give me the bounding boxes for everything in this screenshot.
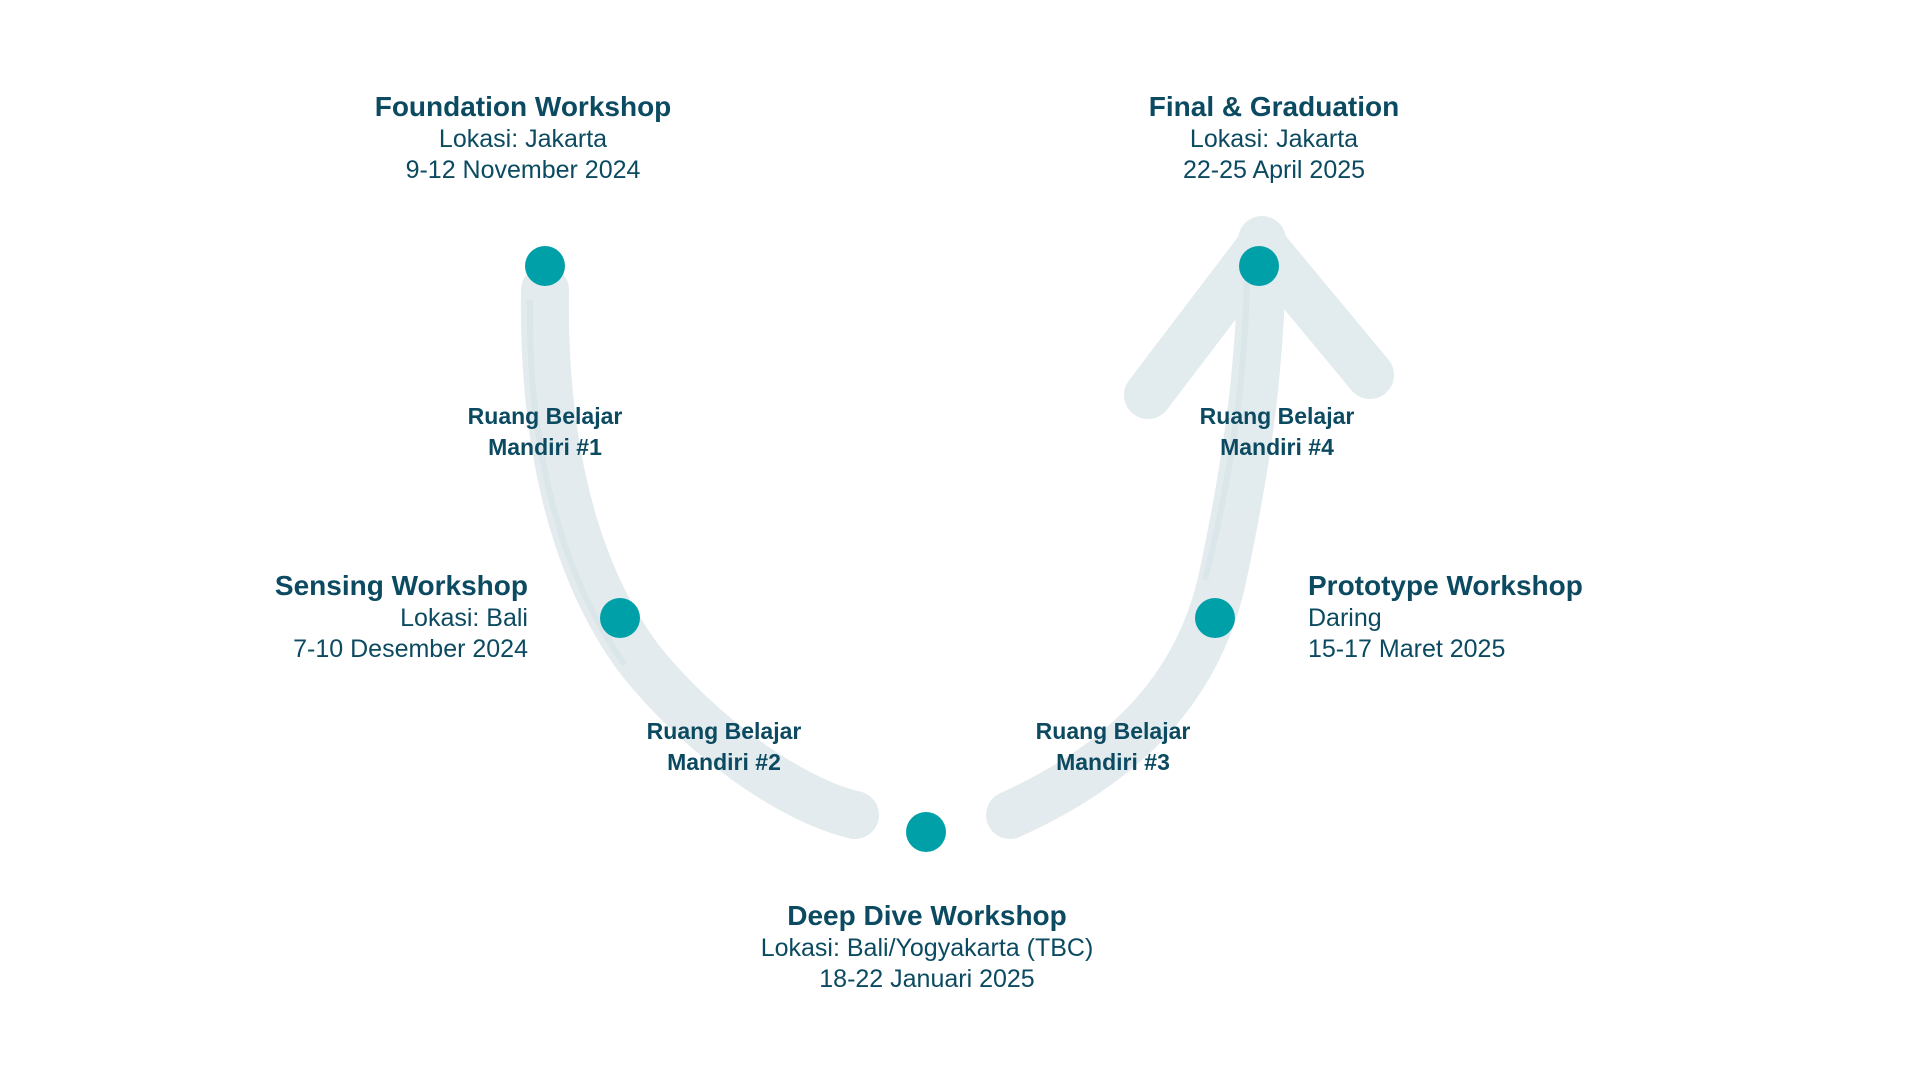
stage-date: 22-25 April 2025 xyxy=(1182,156,1366,184)
self-learning-4: Ruang Belajar Mandiri #4 xyxy=(1127,401,1427,463)
stage-location: Lokasi: Jakarta xyxy=(1189,125,1359,153)
self-learning-3: Ruang Belajar Mandiri #3 xyxy=(963,716,1263,778)
stage-final-graduation: Final & Graduation Lokasi: Jakarta 22-25… xyxy=(1014,90,1534,186)
milestone-dot-deep-dive xyxy=(906,812,946,852)
stage-prototype: Prototype Workshop Daring 15-17 Maret 20… xyxy=(1308,569,1828,665)
stage-title: Foundation Workshop xyxy=(374,91,672,122)
stage-location: Lokasi: Bali xyxy=(400,604,528,632)
stage-title: Deep Dive Workshop xyxy=(787,900,1067,931)
stage-deep-dive: Deep Dive Workshop Lokasi: Bali/Yogyakar… xyxy=(667,899,1187,995)
milestone-dot-sensing xyxy=(600,598,640,638)
milestone-dot-foundation xyxy=(525,246,565,286)
stage-date: 9-12 November 2024 xyxy=(405,156,641,184)
right-brush-stroke xyxy=(986,216,1286,839)
self-learning-number: Mandiri #2 xyxy=(667,749,781,775)
stage-title: Prototype Workshop xyxy=(1308,570,1583,601)
stage-location: Lokasi: Jakarta xyxy=(438,125,608,153)
self-learning-label: Ruang Belajar xyxy=(467,403,623,429)
stage-date: 15-17 Maret 2025 xyxy=(1308,635,1506,663)
self-learning-number: Mandiri #3 xyxy=(1056,749,1170,775)
stage-sensing: Sensing Workshop Lokasi: Bali 7-10 Desem… xyxy=(8,569,528,665)
stage-title: Final & Graduation xyxy=(1148,91,1400,122)
self-learning-2: Ruang Belajar Mandiri #2 xyxy=(574,716,874,778)
self-learning-label: Ruang Belajar xyxy=(646,718,802,744)
milestone-dot-prototype xyxy=(1195,598,1235,638)
self-learning-number: Mandiri #1 xyxy=(488,434,602,460)
self-learning-1: Ruang Belajar Mandiri #1 xyxy=(395,401,695,463)
self-learning-label: Ruang Belajar xyxy=(1199,403,1355,429)
milestone-dot-final xyxy=(1239,246,1279,286)
stage-location: Lokasi: Bali/Yogyakarta (TBC) xyxy=(760,934,1094,962)
stage-foundation: Foundation Workshop Lokasi: Jakarta 9-12… xyxy=(263,90,783,186)
arrowhead-brush-stroke xyxy=(1124,221,1394,419)
stage-location: Daring xyxy=(1308,604,1382,632)
self-learning-label: Ruang Belajar xyxy=(1035,718,1191,744)
stage-date: 18-22 Januari 2025 xyxy=(819,965,1035,993)
stage-title: Sensing Workshop xyxy=(274,570,528,601)
self-learning-number: Mandiri #4 xyxy=(1220,434,1334,460)
left-brush-stroke xyxy=(520,266,879,839)
stage-date: 7-10 Desember 2024 xyxy=(293,635,528,663)
